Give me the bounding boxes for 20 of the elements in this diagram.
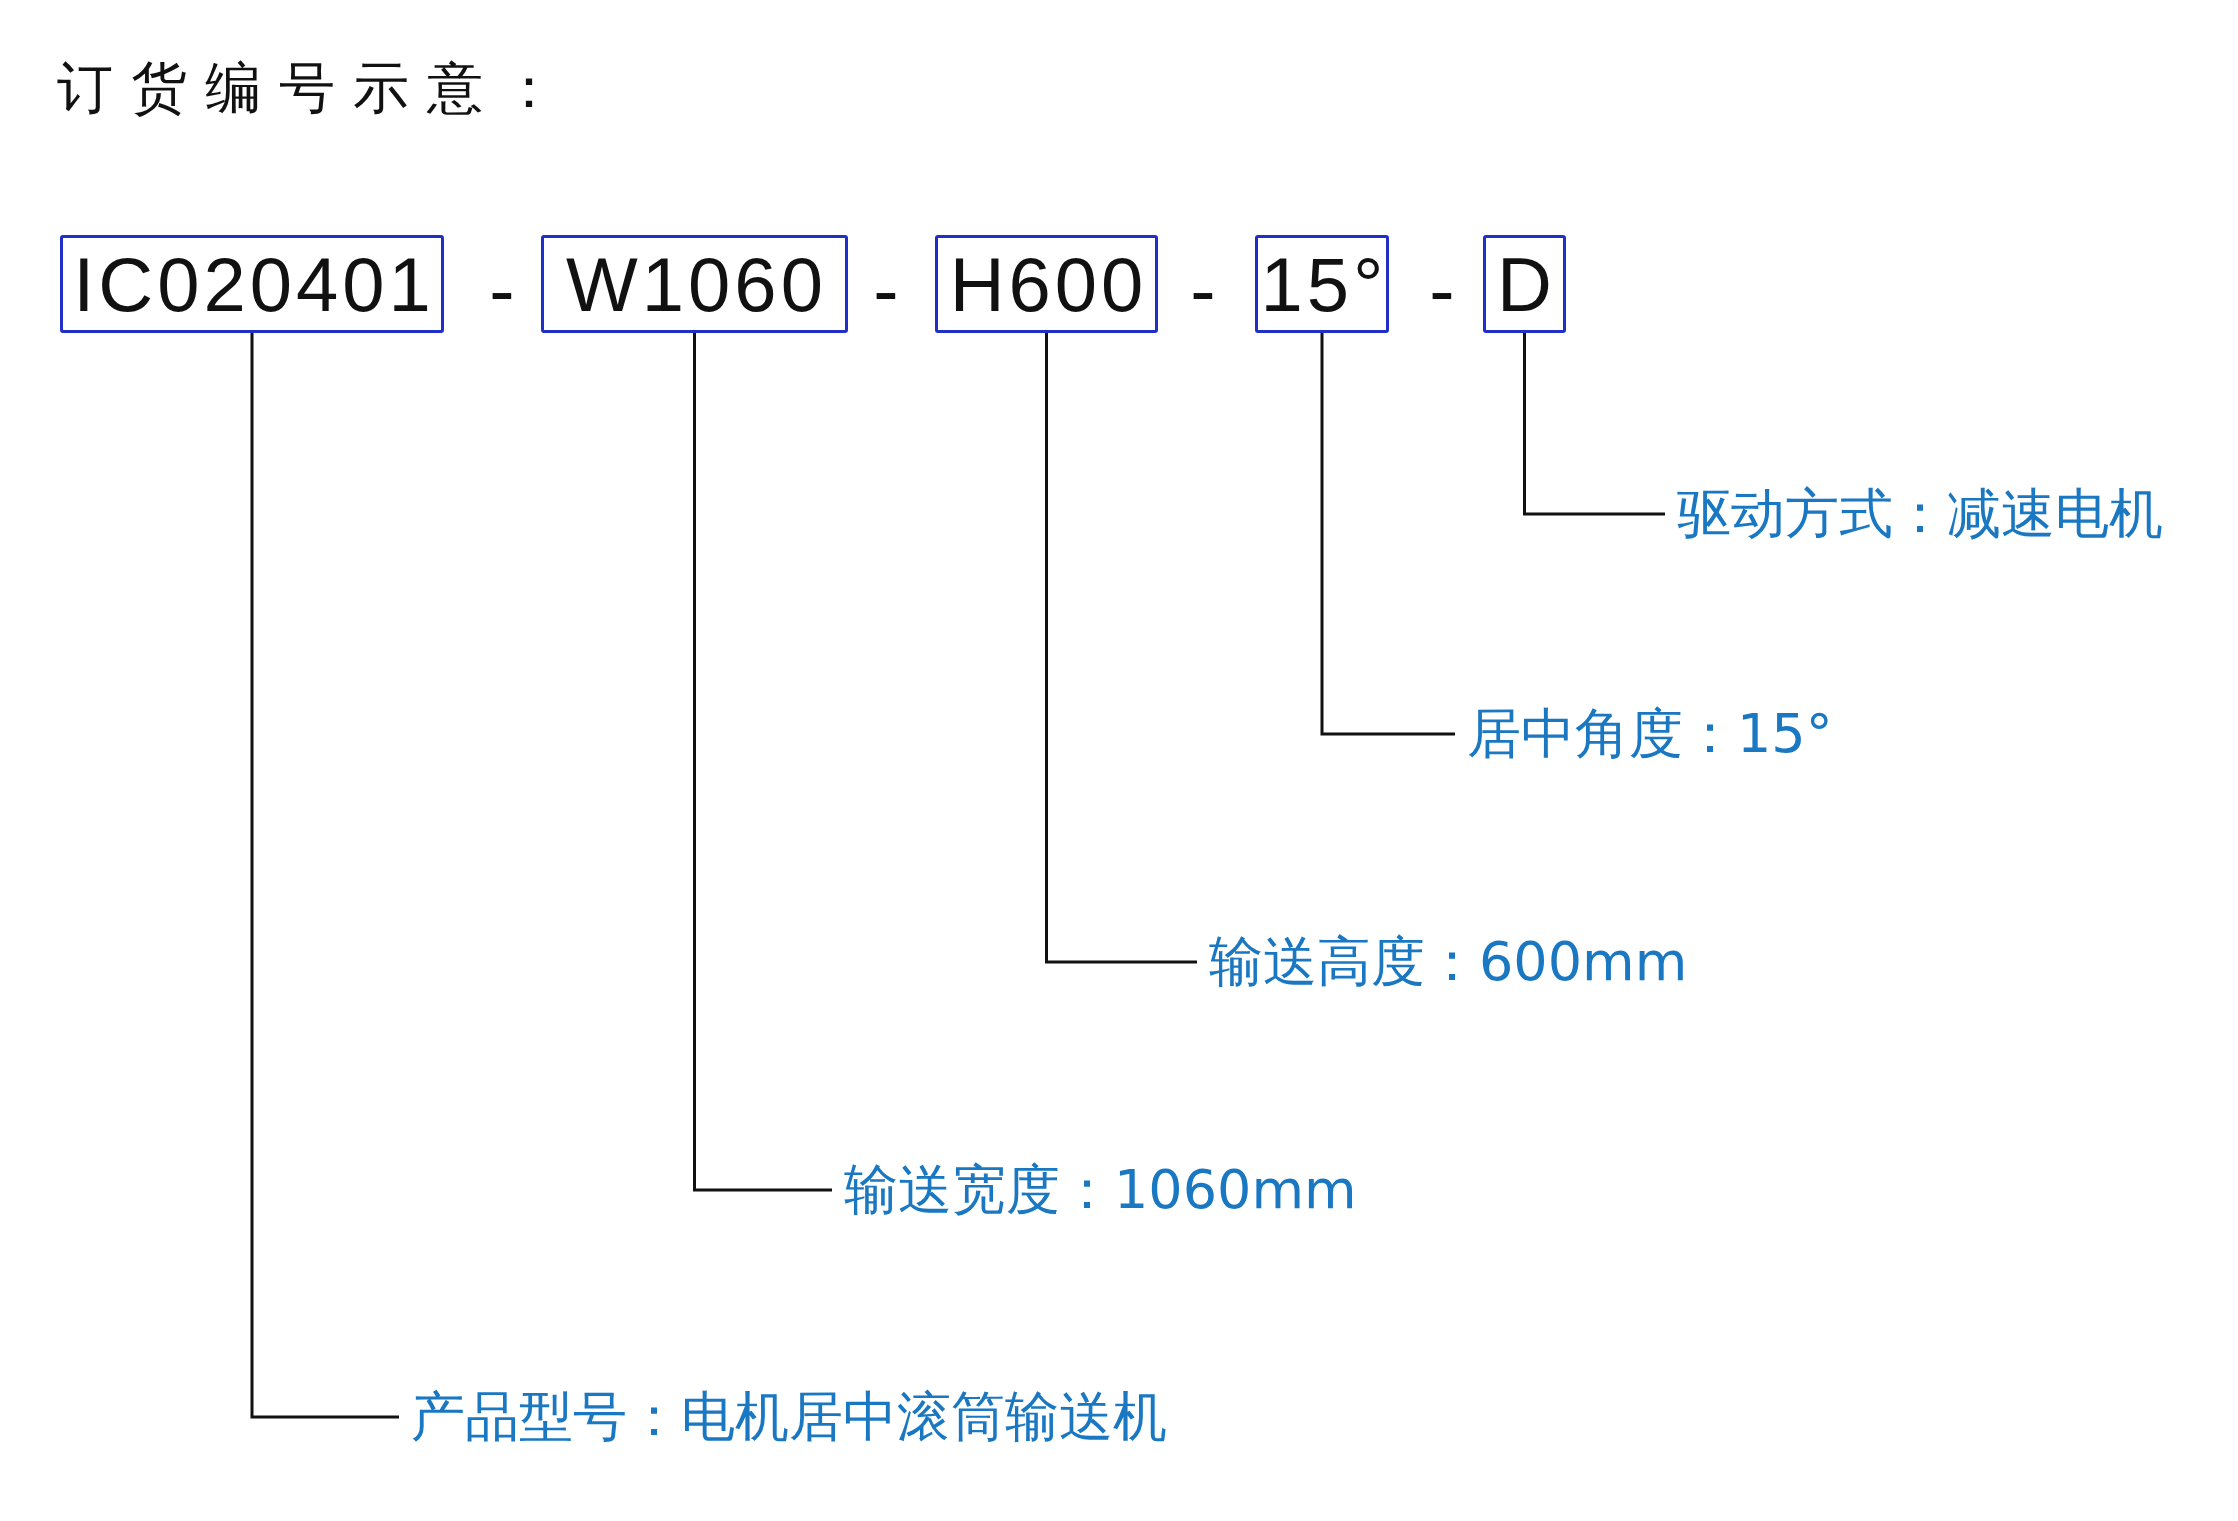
separator-dash: - — [873, 250, 899, 330]
separator-dash: - — [1429, 250, 1455, 330]
description-text: 居中角度：15° — [1455, 702, 1833, 766]
description-text: 驱动方式：减速电机 — [1665, 482, 2163, 546]
description-text: 产品型号：电机居中滚筒输送机 — [399, 1385, 1167, 1449]
separator-dash: - — [489, 250, 515, 330]
code-box: IC020401 — [60, 235, 444, 333]
leader-line — [1523, 333, 1665, 516]
leader-line — [1320, 333, 1455, 736]
description-text: 输送宽度：1060mm — [832, 1158, 1357, 1222]
leader-line — [250, 333, 399, 1419]
code-box: 15° — [1255, 235, 1389, 333]
separator-dash: - — [1190, 250, 1216, 330]
code-box: H600 — [935, 235, 1158, 333]
code-box: W1060 — [541, 235, 848, 333]
leader-line — [693, 333, 832, 1192]
leader-line — [1045, 333, 1197, 964]
description-text: 输送高度：600mm — [1197, 930, 1688, 994]
title: 订货编号示意： — [57, 54, 575, 122]
code-box: D — [1483, 235, 1566, 333]
